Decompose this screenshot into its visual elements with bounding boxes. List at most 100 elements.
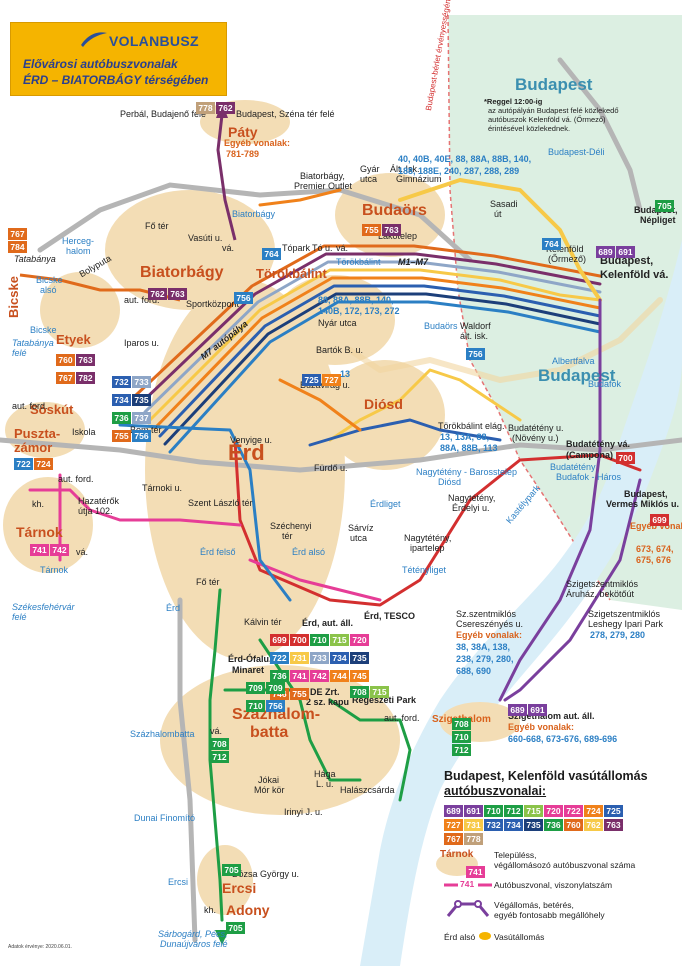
badges-kelenfold-764: 764 xyxy=(542,234,562,252)
label-fo-ter-erd: Fő tér xyxy=(196,577,220,587)
legend-town-badge: 741 xyxy=(466,862,486,880)
route-badge: 762 xyxy=(148,288,167,300)
label-va-4: vá. xyxy=(210,726,223,736)
label-nagyteteny-ipartelep-1: Nagytétény, xyxy=(404,533,452,543)
label-albertfalva: Albertfalva xyxy=(552,356,595,366)
label-aut-ford-1: aut. ford. xyxy=(124,295,160,305)
label-budateteny-u-1: Budatétény u. xyxy=(508,423,564,433)
route-badge: 710 xyxy=(452,731,471,743)
town-etyek: Etyek xyxy=(56,332,91,347)
erd-lines xyxy=(118,178,663,607)
route-badge: 732 xyxy=(484,819,503,831)
label-bicske-also-2: alsó xyxy=(40,285,57,295)
train-station-icon xyxy=(479,932,491,940)
label-vasuti-u: Vasúti u. xyxy=(188,233,223,243)
route-badge: 700 xyxy=(616,452,635,464)
label-paty-other-lines: 781-789 xyxy=(226,149,260,159)
logo-text: VOLANBUSZ xyxy=(109,33,199,49)
label-budateteny-va-1: Budatétény vá. xyxy=(566,439,631,449)
label-sasadi-2: út xyxy=(494,209,502,219)
label-torokbalint-va: Törökbálint xyxy=(336,257,381,267)
label-erd-felso: Érd felső xyxy=(200,547,236,557)
label-budateteny-u-2: (Növény u.) xyxy=(512,433,559,443)
label-kh-2: kh. xyxy=(204,905,217,915)
label-erd-also: Érd alsó xyxy=(292,547,326,557)
route-badge: 756 xyxy=(466,348,485,360)
legend-terminal-swatch xyxy=(446,900,490,917)
route-badge: 708 xyxy=(210,738,229,750)
route-badge: 715 xyxy=(330,634,349,646)
label-tatabanya: Tatabánya xyxy=(14,254,56,264)
label-venyige: Venyige u. xyxy=(230,435,273,445)
label-szsz-leshegy-1: Szigetszentmiklós xyxy=(588,609,661,619)
label-szigethalom-lines: 660-668, 673-676, 689-696 xyxy=(508,734,618,744)
label-haga-2: L. u. xyxy=(316,779,334,789)
label-szent-laszlo: Szent László tér xyxy=(188,498,253,508)
label-kelenfold-2: Kelenföld vá. xyxy=(600,269,669,281)
route-badge: 691 xyxy=(528,704,547,716)
label-gyar-utca-2: utca xyxy=(360,174,378,184)
label-budaors-lines-2: 188, 188E, 240, 287, 288, 289 xyxy=(398,166,520,176)
label-biatorbagy-station: Biatorbágy xyxy=(232,209,276,219)
label-waldorf-1: Waldorf xyxy=(460,321,491,331)
badges-budateteny-va: 700 xyxy=(616,448,636,466)
badges-topark: 764 xyxy=(262,244,282,262)
label-torok-lines-1: 88, 88A, 88B, 140, xyxy=(318,295,394,305)
label-erd-tesco: Érd, TESCO xyxy=(364,611,416,621)
route-badge: 722 xyxy=(14,458,33,470)
route-badge: 736 xyxy=(270,670,289,682)
header-title-2: ÉRD – BIATORBÁGY térségében xyxy=(23,73,209,87)
route-badge: 708 xyxy=(350,686,369,698)
label-hazateros-2: útja 102. xyxy=(78,506,113,516)
label-bicske-station: Bicske xyxy=(30,325,57,335)
legend-line-desc: Autóbuszvonal, viszonylatszám xyxy=(494,880,613,890)
route-badge: 762 xyxy=(216,102,235,114)
label-ercsi-station: Ercsi xyxy=(168,877,188,887)
swoosh-icon xyxy=(81,32,107,47)
route-badge: 737 xyxy=(132,412,151,424)
legend-line-badge: 741 xyxy=(460,879,475,889)
route-badge: 760 xyxy=(564,819,583,831)
label-szigethalom-other: Egyéb vonalak: xyxy=(508,722,575,732)
route-badge: 736 xyxy=(112,412,131,424)
label-herceghalom-2: halom xyxy=(66,246,91,256)
route-badge: 736 xyxy=(544,819,563,831)
label-erd-ofalu-1: Érd-Ófalu, xyxy=(228,654,272,664)
route-badge: 722 xyxy=(564,805,583,817)
label-sportkozpont: Sportközpont xyxy=(186,299,240,309)
label-budaors-station: Budaörs xyxy=(424,321,458,331)
label-jokai-2: Mór kör xyxy=(254,785,285,795)
label-tetenyliget: Tétényliget xyxy=(402,565,447,575)
route-badge: 782 xyxy=(76,372,95,384)
route-badge: 727 xyxy=(322,374,341,386)
label-szazhalombatta-station: Százhalombatta xyxy=(130,729,195,739)
route-badge: 710 xyxy=(310,634,329,646)
legend-town-desc-2: végállomásozó autóbuszvonal száma xyxy=(494,860,636,870)
label-nyar-utca: Nyár utca xyxy=(318,318,357,328)
label-torok-elag-lines-1: 13, 13A, 88, xyxy=(440,432,490,442)
label-szechenyi-1: Széchenyi xyxy=(270,521,312,531)
label-budafok: Budafok xyxy=(588,379,622,389)
route-badge: 699 xyxy=(270,634,289,646)
legend-town-sample: Tárnok xyxy=(440,849,474,860)
route-badge: 712 xyxy=(452,744,471,756)
label-sarbogard-1: Sárbogárd, Pécs, xyxy=(158,929,228,939)
label-irinyi: Irinyi J. u. xyxy=(284,807,323,817)
town-pusztazamor-2: zámor xyxy=(14,440,53,455)
label-tatabanya-fele-2: felé xyxy=(12,348,27,358)
label-fo-ter: Fő tér xyxy=(145,221,169,231)
route-badge: 744 xyxy=(330,670,349,682)
rail-lines xyxy=(0,57,682,943)
label-biatorbagy-premier: Biatorbágy, xyxy=(300,171,345,181)
label-szsz-aruhaz-2: Áruház, bekötőút xyxy=(566,589,635,599)
label-premier-outlet: Premier Outlet xyxy=(294,181,353,191)
label-alt-iskola-1: Ált. Isk., xyxy=(390,164,423,174)
route-badge: 745 xyxy=(350,670,369,682)
